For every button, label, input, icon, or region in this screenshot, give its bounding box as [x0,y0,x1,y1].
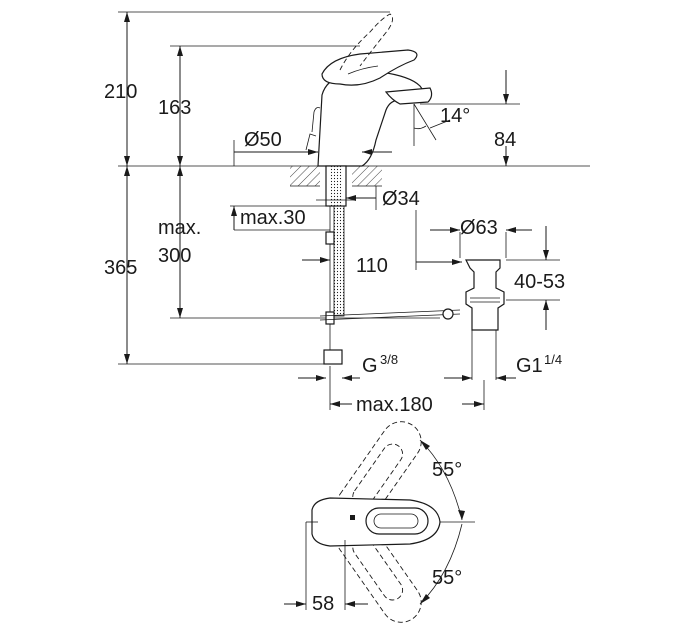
dim-55-top-label: 55° [432,459,462,481]
dim-58-label: 58 [312,593,334,615]
dim-max-label: max. [158,217,201,239]
hot-cold-indicator [350,515,355,520]
dim-4053-label: 40-53 [514,271,565,293]
dim-g114-label: G1 [516,355,543,377]
dim-max30-label: max.30 [240,207,306,229]
dim-g114-frac: 1/4 [544,352,562,367]
linkage-rod [319,309,461,317]
dim-84-label: 84 [494,129,516,151]
dim-max180-label: max.180 [356,394,433,416]
side-view: 210 163 365 max. 300 14° [104,11,590,416]
dim-365-label: 365 [104,257,137,279]
top-view: 55° 55° 58 [284,421,475,623]
faucet-spout [384,87,433,105]
dim-55-bottom-label: 55° [432,567,462,589]
dim-g38-frac: 3/8 [380,352,398,367]
dim-g38-label: G [362,355,378,377]
hose-right [333,205,345,317]
dim-50-label: Ø50 [244,129,282,151]
drain-waste [465,259,505,331]
hose-connector [323,349,343,365]
lever-alt-position [339,13,393,71]
dim-14-label: 14° [440,105,470,127]
dim-63-label: Ø63 [460,217,498,239]
dim-163-label: 163 [158,97,191,119]
dim-210-label: 210 [104,81,137,103]
countertop-hatch-right [352,166,382,186]
dim-300-label: 300 [158,245,191,267]
dim-110-label: 110 [356,255,388,277]
countertop-hatch-left [290,166,320,186]
dim-34-label: Ø34 [382,188,420,210]
popup-rod [311,107,321,133]
